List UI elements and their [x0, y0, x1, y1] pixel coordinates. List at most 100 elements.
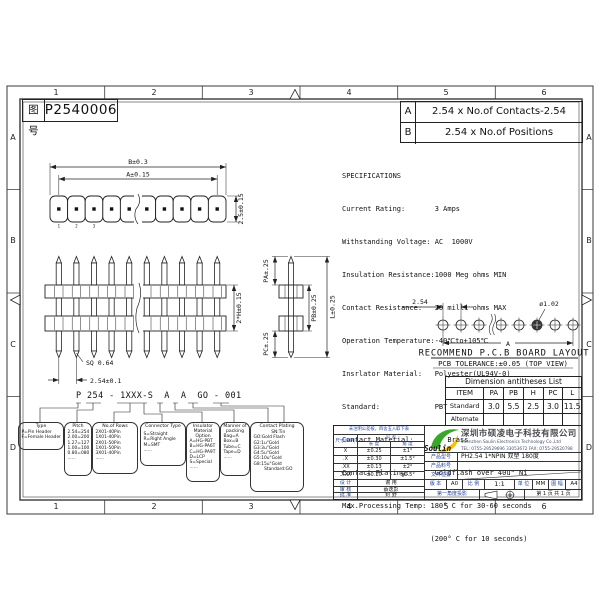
- top-view-drawing: [49, 163, 240, 225]
- company-cell: [425, 425, 582, 453]
- box-line: 0.80=080: [67, 451, 90, 457]
- drawing-number-label: 图 号: [23, 100, 45, 137]
- ruler-top-4: 4: [346, 88, 352, 97]
- box-line: 2.00=200: [67, 435, 90, 441]
- value-pa: 3.0: [484, 400, 505, 413]
- unit-label: 单 位: [515, 480, 533, 490]
- box-line: Standard:GO: [264, 467, 293, 473]
- ordering-box-rows: No.of Rows 2X01-40Pin 1X01-40Pin 2X01-50…: [92, 422, 138, 474]
- box-line: A=HG-PBT: [189, 439, 213, 444]
- company-tel: TEL: 0755-29529696 33053672 FAX: 0755-29…: [461, 445, 573, 451]
- soulin-logo: [431, 429, 459, 453]
- box-line: G4:5u"Gold: [253, 451, 279, 457]
- box-line: 2X01-50Pin: [95, 440, 121, 446]
- box-title: Type: [35, 424, 47, 429]
- spec-line: (200° C for 10 seconds): [342, 535, 528, 543]
- top-view-dim-outer: B±0.3: [128, 158, 148, 166]
- pin-number-1: 1: [58, 224, 61, 229]
- box-line: S=Straight: [143, 432, 168, 437]
- spec-line: Standard: PBT: [342, 403, 448, 411]
- ruler-left-d: D: [9, 443, 17, 452]
- box-title: Insulator Material Option: [192, 424, 214, 439]
- ruler-left-c: C: [10, 340, 16, 349]
- value-pc: [544, 414, 564, 426]
- scale-value: 1:1: [485, 480, 515, 490]
- ruler-bottom-3: 3: [248, 502, 254, 511]
- value-h: 2.5: [524, 400, 544, 413]
- pcb-dim-pitch: 2.54: [412, 298, 428, 306]
- end-view-drawing: [272, 255, 330, 359]
- formula-key-a: A: [401, 102, 416, 122]
- value-l: 11.5: [563, 402, 581, 411]
- tol-ang: ±1.5°: [391, 456, 425, 464]
- value-pb: [504, 414, 524, 426]
- ruler-top-5: 5: [443, 88, 449, 97]
- formula-value-a: 2.54 x No.of Contacts-2.54: [432, 106, 566, 117]
- box-line: 1X01-40Pin: [95, 435, 121, 441]
- ordering-box-type: Type P=Pin Header F=Female Header: [18, 422, 64, 450]
- col-pb: PB: [504, 388, 524, 399]
- version-value: A0: [447, 480, 463, 490]
- front-view-dim-sq: SQ 0.64: [86, 359, 113, 367]
- tol-len: ±0.30: [358, 456, 391, 464]
- dimension-table: Dimension antitheses List ITEM PA PB H P…: [445, 376, 582, 426]
- box-title: Manner of packing: [223, 424, 247, 434]
- spec-line: Contact Material: Brass: [342, 436, 469, 444]
- tol-ang: ±2°: [391, 464, 425, 472]
- page-label: 第 1 页 共 1 页: [536, 491, 571, 497]
- box-line: R=Right Angle: [143, 437, 176, 443]
- box-line: 1.27=127: [67, 440, 90, 446]
- unit-value: MM: [533, 480, 549, 490]
- ruler-bottom-6: 6: [541, 502, 547, 511]
- field-value-location: [458, 471, 582, 480]
- formula-row-b: B 2.54 x No.of Positions: [401, 123, 582, 144]
- pcb-layout-title: RECOMMEND P.C.B BOARD LAYOUT: [419, 349, 590, 359]
- pcb-dim-span: A: [506, 340, 510, 348]
- col-pa: PA: [484, 388, 505, 399]
- ruler-right-c: C: [586, 340, 592, 349]
- row-label: Standard: [446, 400, 485, 413]
- ruler-left-a: A: [10, 133, 16, 142]
- ordering-box-insulator: Insulator Material Option A=HG-PBT B=HG-…: [186, 422, 220, 482]
- pcb-layout-drawing: [402, 303, 581, 369]
- box-line: C=HG-PA9T: [189, 449, 216, 455]
- col-pc: PC: [544, 388, 564, 399]
- value-pc: 3.0: [544, 400, 564, 413]
- tol-dim: .X: [334, 456, 358, 464]
- box-line: Box=B: [223, 439, 239, 445]
- ruler-top-6: 6: [541, 88, 547, 97]
- box-line: G5:10u"Gold: [253, 456, 282, 462]
- tol-len: ±0.13: [358, 464, 391, 472]
- box-title: Contact Plating: [259, 424, 295, 429]
- dimension-row-standard: Standard 3.0 5.5 2.5 3.0 11.5: [446, 400, 581, 414]
- box-line: G2:1u"Gold: [253, 440, 279, 446]
- ordering-box-plating: Contact Plating SN:Tin GO:Gold Flash G2:…: [250, 422, 304, 492]
- sheet-size-label: 图 幅: [549, 480, 566, 490]
- front-view-dim-body: 2*H±0.15: [235, 292, 243, 323]
- box-line: 1X01-50Pin: [95, 445, 121, 451]
- spec-line: Insrlator Material: Polyester(UL94V-0): [342, 370, 511, 378]
- end-view-dim-pc: PC±.25: [262, 332, 270, 356]
- col-item: ITEM: [446, 388, 485, 399]
- box-line: G8:15u"Gold: [253, 461, 282, 467]
- ordering-code: P 254 - 1XXX-S A A GO - 001: [76, 391, 242, 401]
- pcb-dim-hole: ø1.02: [539, 300, 559, 308]
- box-title: No.of Rows: [102, 424, 128, 429]
- box-line: ......: [189, 465, 198, 471]
- company-name-en: Shenzhen Soulin Electronics Technology C…: [461, 439, 561, 444]
- box-line: Bag=A: [223, 434, 239, 439]
- end-view-dim-pb: PB±0.25: [310, 294, 318, 321]
- field-label-location: 文件位置: [425, 471, 458, 480]
- box-line: SN:Tin: [271, 430, 286, 435]
- top-view-dim-height: 2.5±0.15: [237, 193, 245, 224]
- tol-ang: ±1°: [391, 448, 425, 456]
- projection-label: 第一角度投影: [425, 490, 480, 499]
- ruler-bottom-4: 4: [346, 502, 352, 511]
- tolerance-length-header: 长 度: [358, 441, 391, 448]
- sheet-size-value: A4: [566, 480, 582, 490]
- box-line: D=LCP: [189, 454, 205, 460]
- ruler-right-d: D: [585, 443, 593, 452]
- ruler-bottom-5: 5: [443, 502, 449, 511]
